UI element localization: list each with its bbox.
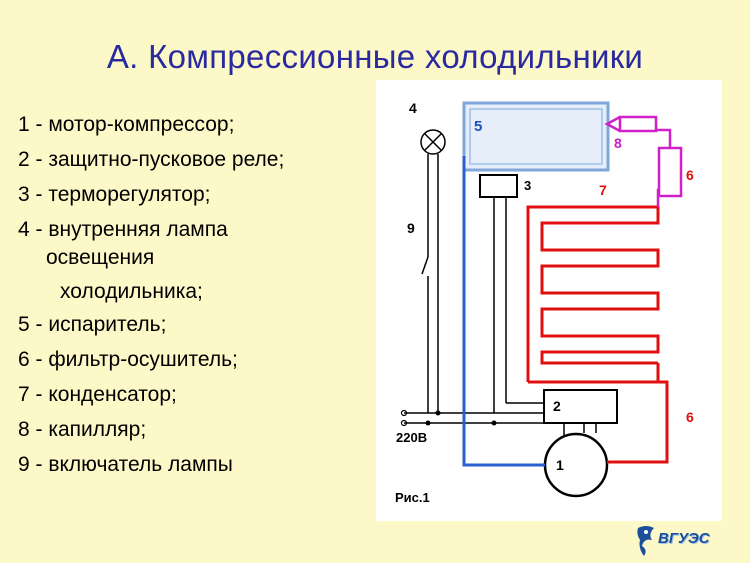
vguies-logo-icon xyxy=(637,526,654,556)
label-relay: 2 xyxy=(553,398,561,414)
discharge-line xyxy=(528,380,669,464)
filter-drier xyxy=(657,146,683,198)
label-voltage: 220В xyxy=(396,430,428,445)
legend-item-thermostat: 3 - терморегулятор; xyxy=(18,183,211,206)
junction-1 xyxy=(435,410,441,416)
legend-item-compressor: 1 - мотор-компрессор; xyxy=(18,113,235,136)
relay-box xyxy=(543,389,618,424)
label-capillary: 8 xyxy=(614,135,622,151)
evaporator-outer xyxy=(462,101,610,172)
label-evaporator: 5 xyxy=(474,118,483,135)
evaporator-inner xyxy=(469,108,603,165)
legend-item-lamp: 4 - внутренняя лампа xyxy=(18,218,228,241)
junction-3 xyxy=(491,420,497,426)
refrigerator-diagram: 4 9 5 3 8 6 7 2 6 1 220В Рис.1 xyxy=(376,80,722,521)
legend-item-lamp-cont-2: холодильника; xyxy=(60,280,203,303)
label-condenser: 7 xyxy=(599,182,607,198)
compressor-symbol xyxy=(543,432,609,498)
legend-item-lamp-cont-1: освещения xyxy=(46,246,155,269)
thermostat-box xyxy=(479,174,518,198)
junction-2 xyxy=(425,420,431,426)
label-compressor: 1 xyxy=(556,457,564,473)
legend-item-capillary: 8 - капилляр; xyxy=(18,418,147,441)
capillary-body xyxy=(618,115,658,133)
legend-item-condenser: 7 - конденсатор; xyxy=(18,383,177,406)
power-terminal-1 xyxy=(400,409,408,417)
legend-item-evaporator: 5 - испаритель; xyxy=(18,313,167,336)
power-terminal-2 xyxy=(400,419,408,427)
legend-item-relay: 2 - защитно-пусковое реле; xyxy=(18,148,285,171)
capillary-tip xyxy=(604,115,621,133)
filter-to-capillary xyxy=(654,124,672,148)
figure-caption: Рис.1 xyxy=(395,490,430,505)
label-lamp: 4 xyxy=(409,100,417,116)
logo-text: ВГУЭС xyxy=(658,530,710,547)
label-filter-top: 6 xyxy=(686,167,694,183)
label-thermostat: 3 xyxy=(524,178,532,193)
lamp-cross-b xyxy=(424,133,442,151)
label-switch: 9 xyxy=(407,220,415,236)
refrigerator-schematic xyxy=(400,101,683,498)
legend-item-lamp-switch: 9 - включатель лампы xyxy=(18,453,233,476)
university-logo: ВГУЭС xyxy=(634,524,726,558)
condenser-coil xyxy=(526,205,660,382)
label-filter-bottom: 6 xyxy=(686,409,694,425)
lamp-switch-contact xyxy=(421,256,429,275)
legend-item-filter: 6 - фильтр-осушитель; xyxy=(18,348,238,371)
slide-title: А. Компрессионные холодильники xyxy=(106,38,644,75)
suction-line xyxy=(462,156,545,467)
